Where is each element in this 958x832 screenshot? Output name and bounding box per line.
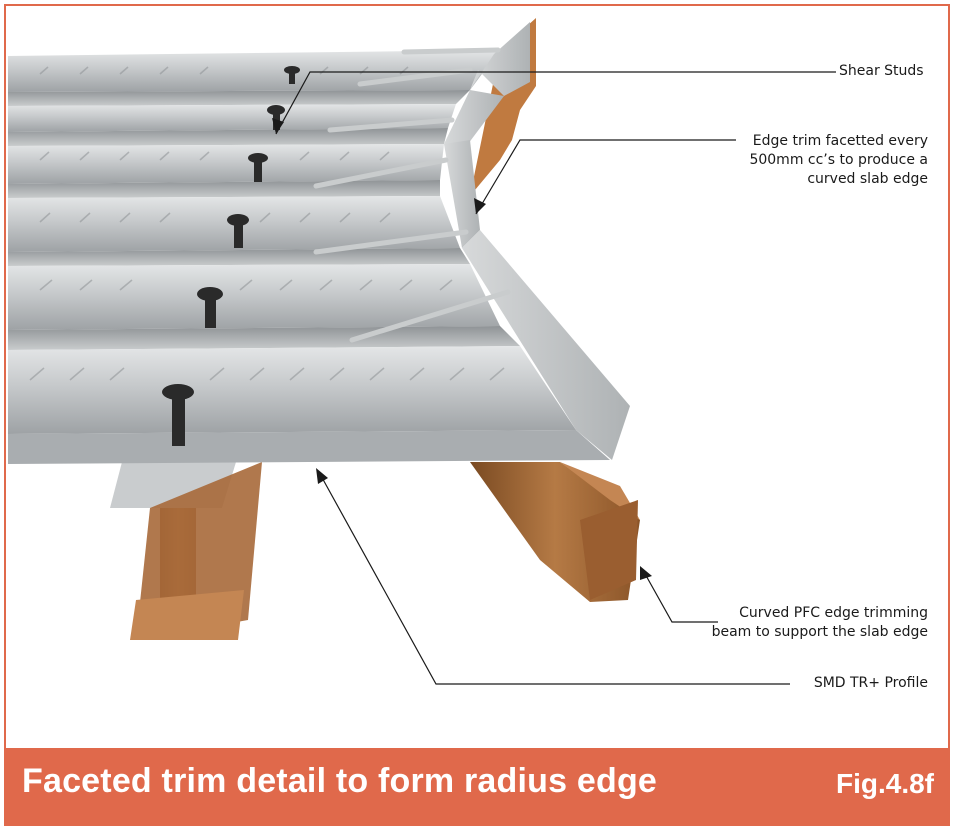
caption-banner [4,748,950,826]
deck-profile [8,50,610,464]
i-beam [110,462,262,640]
caption-title: Faceted trim detail to form radius edge [22,762,658,800]
edge-trim-label: Edge trim facetted every 500mm cc’s to p… [749,132,928,189]
restraint-straps [313,47,511,343]
edge-trim-label-line-2: 500mm cc’s to produce a [749,152,928,168]
pfc-beam-label: Curved PFC edge trimming beam to support… [712,604,928,642]
pfc-beam-label-line-1: Curved PFC edge trimming [739,605,928,621]
edge-trim-label-line-1: Edge trim facetted every [752,133,928,149]
leader-arrowheads [272,118,652,580]
figure-number: Fig.4.8f [835,768,934,799]
profile-label: SMD TR+ Profile [813,675,928,691]
edge-trim [444,18,630,460]
edge-trim-label-line-3: curved slab edge [807,171,928,187]
pfc-edge-beam [470,462,640,602]
pfc-beam-label-line-2: beam to support the slab edge [711,624,928,640]
shear-studs-label: Shear Studs [839,63,924,79]
embossment-pattern [29,66,505,381]
leader-lines [275,71,836,685]
